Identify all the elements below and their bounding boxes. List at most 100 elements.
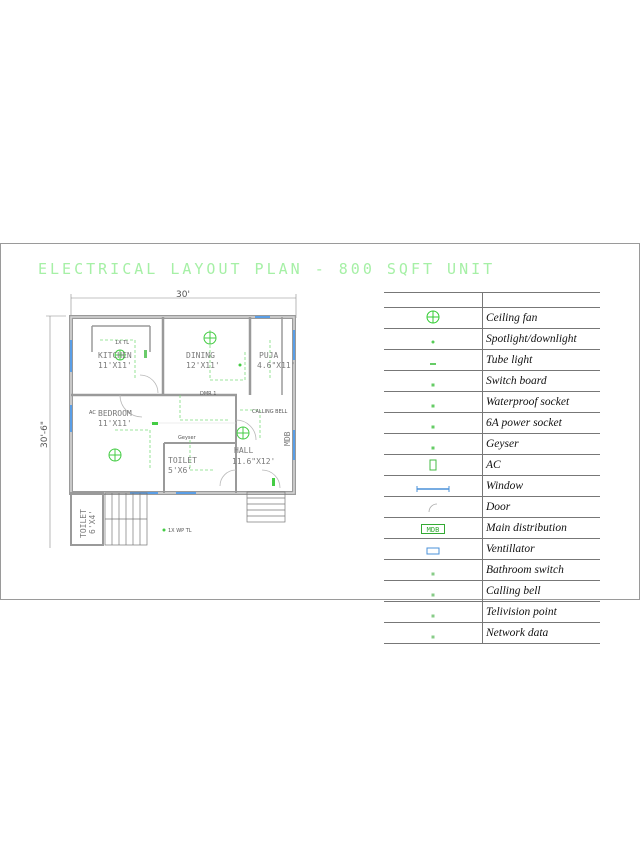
legend-symbol-cell <box>384 349 483 371</box>
power-socket-icon <box>431 414 435 433</box>
legend-symbol-cell <box>384 370 483 392</box>
room-name: DINING <box>186 351 215 360</box>
width-dimension: 30' <box>176 290 190 300</box>
legend-label: Switch board <box>482 370 600 392</box>
legend-row: Waterproof socket <box>384 391 600 413</box>
legend-symbol-cell <box>384 538 483 560</box>
legend-symbol-cell <box>384 433 483 455</box>
room-name: TOILET <box>168 456 197 465</box>
ceiling-fan-icon <box>236 426 250 440</box>
legend-row: Telivision point <box>384 601 600 623</box>
staircase <box>104 492 148 546</box>
legend-row: Bathroom switch <box>384 559 600 581</box>
legend-label: Door <box>482 496 600 518</box>
legend-symbol-cell <box>384 307 483 329</box>
room-note: Geyser <box>178 435 197 441</box>
legend-label: AC <box>482 454 600 476</box>
legend-header-label <box>482 292 600 308</box>
geyser-icon <box>431 435 435 454</box>
legend-symbol-cell <box>384 454 483 476</box>
legend-label: Geyser <box>482 433 600 455</box>
room-name: TOILET <box>79 509 88 538</box>
ceiling-fan-icon <box>108 448 122 462</box>
ceiling-fan-icon <box>425 309 441 328</box>
legend-label: 6A power socket <box>482 412 600 434</box>
legend-label: Bathroom switch <box>482 559 600 581</box>
legend-row: Ceiling fan <box>384 307 600 329</box>
dimension-lines <box>46 294 297 548</box>
legend-label: Window <box>482 475 600 497</box>
bathroom-switch-icon <box>431 561 435 580</box>
switch-board-icon <box>272 478 275 486</box>
room-name: KITCHEN <box>98 351 132 360</box>
legend-label: Ventillator <box>482 538 600 560</box>
legend-symbol-cell <box>384 622 483 644</box>
television-point-icon <box>431 603 435 622</box>
plan-title: ELECTRICAL LAYOUT PLAN - 800 SQFT UNIT <box>38 260 496 278</box>
legend-label: Telivision point <box>482 601 600 623</box>
staircase <box>246 491 286 523</box>
legend-row: Window <box>384 475 600 497</box>
spotlight-icon <box>238 363 242 367</box>
legend-row: Geyser <box>384 433 600 455</box>
ventillator-icon <box>426 540 440 559</box>
window-icon <box>416 477 450 496</box>
legend-label: Network data <box>482 622 600 644</box>
legend-symbol-cell: MDB <box>384 517 483 539</box>
room-name: HALL <box>234 446 253 455</box>
legend-row: Spotlight/downlight <box>384 328 600 350</box>
legend-symbol-cell <box>384 601 483 623</box>
legend-row: 6A power socket <box>384 412 600 434</box>
network-data-icon <box>431 624 435 643</box>
legend-symbol-cell <box>384 580 483 602</box>
legend-header-symbol <box>384 292 483 308</box>
legend-symbol-cell <box>384 412 483 434</box>
wiring <box>100 330 271 471</box>
legend-row: Network data <box>384 622 600 644</box>
mdb-label: MDB <box>283 431 292 446</box>
switch-board-icon <box>144 350 147 358</box>
depth-dimension: 30'-6" <box>40 421 50 448</box>
legend-label: Waterproof socket <box>482 391 600 413</box>
legend-row: Tube light <box>384 349 600 371</box>
room-size: 12'X11' <box>186 361 220 370</box>
spotlight-icon <box>430 330 436 349</box>
mdb-symbol-text: MDB <box>427 526 440 534</box>
legend-symbol-cell <box>384 391 483 413</box>
waterproof-socket-icon <box>431 393 435 412</box>
dmr-label: DMR 1 <box>200 391 216 397</box>
legend-symbol-cell <box>384 475 483 497</box>
legend-row: Door <box>384 496 600 518</box>
calling-bell-icon <box>431 582 435 601</box>
legend-symbol-cell <box>384 328 483 350</box>
room-size: 11'X11' <box>98 361 132 370</box>
room-note: AC <box>89 410 96 416</box>
legend-row: Switch board <box>384 370 600 392</box>
legend-row: MDB Main distribution <box>384 517 600 539</box>
main-distribution-icon: MDB <box>421 519 445 538</box>
calling-bell-label: CALLING BELL <box>252 409 288 415</box>
switch-board-icon <box>431 372 435 391</box>
legend-header-row <box>384 292 600 308</box>
ceiling-fan-icon <box>114 349 126 361</box>
doors <box>119 374 281 489</box>
room-size: 6'X4' <box>88 510 97 534</box>
legend-row: Calling bell <box>384 580 600 602</box>
door-icon <box>428 498 438 517</box>
room-size: 11'X11' <box>98 419 132 428</box>
tube-light-icon <box>152 422 158 425</box>
room-name: PUJA <box>259 351 278 360</box>
legend-row: Ventillator <box>384 538 600 560</box>
legend-label: Spotlight/downlight <box>482 328 600 350</box>
room-name: BEDROOM <box>98 409 132 418</box>
room-size: 5'X6' <box>168 466 192 475</box>
legend-label: Main distribution <box>482 517 600 539</box>
wp-tl-note: 1X WP TL <box>168 528 192 534</box>
outer-toilet-walls <box>70 492 104 546</box>
ceiling-fan-icon <box>203 331 217 345</box>
legend-label: Tube light <box>482 349 600 371</box>
room-size: 11.6"X12' <box>232 457 275 466</box>
legend-row: AC <box>384 454 600 476</box>
